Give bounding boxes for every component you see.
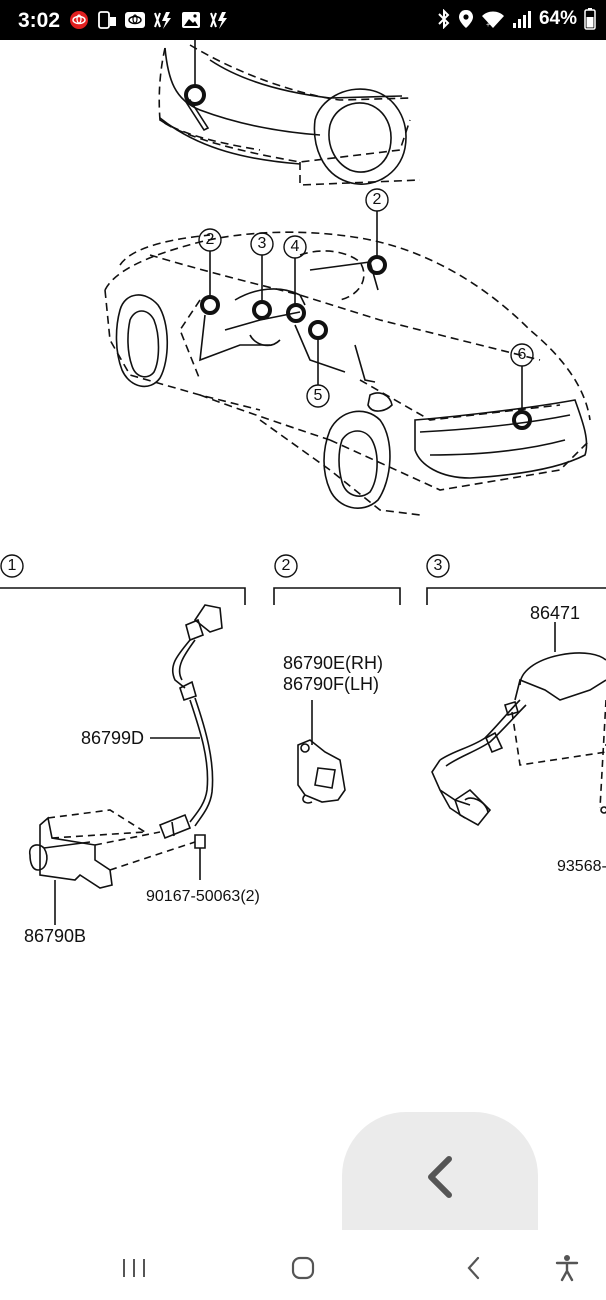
- section-3-number: 3: [433, 557, 443, 574]
- callout-marker-front: [184, 84, 206, 106]
- section3-parts: [431, 622, 606, 827]
- callout-number: 6: [517, 346, 527, 363]
- battery-percent: 64%: [538, 8, 577, 29]
- lightning-app-icon: [210, 12, 227, 29]
- part-label-camera[interactable]: 86790B: [24, 926, 87, 946]
- rear-car-illustration: [104, 231, 591, 516]
- home-icon: [291, 1256, 315, 1280]
- gallery-icon: [182, 12, 200, 28]
- signal-icon: [512, 11, 531, 28]
- svg-text:+: +: [486, 22, 490, 29]
- clip-marker: [600, 806, 606, 814]
- rear-callouts: [198, 188, 534, 430]
- section-1-number: 1: [7, 557, 17, 574]
- accessibility-icon: [555, 1255, 579, 1282]
- location-icon: [458, 10, 473, 28]
- part-label-rh[interactable]: 86790E(RH): [283, 653, 384, 673]
- status-bar: 3:02 + 64%: [0, 0, 606, 40]
- section1-parts: [28, 604, 223, 925]
- part-label-clip[interactable]: 93568-: [557, 858, 606, 875]
- callout-number: 2: [372, 191, 382, 208]
- callout-number: 3: [257, 235, 267, 252]
- toyota-logo-icon: [125, 12, 145, 28]
- system-icons: + 64%: [437, 8, 596, 30]
- part-label-bolt[interactable]: 90167-50063(2): [146, 888, 260, 905]
- back-overlay-button[interactable]: [342, 1112, 538, 1242]
- nfc-icon: [98, 11, 116, 29]
- toyota-app-icon: [70, 11, 88, 29]
- callout-number: 4: [290, 238, 300, 255]
- status-time: 3:02: [18, 9, 61, 32]
- navigation-bar: [0, 1230, 606, 1300]
- part-label-harness[interactable]: 86799D: [81, 728, 145, 748]
- accessibility-button[interactable]: [545, 1250, 589, 1286]
- wifi-icon: +: [481, 11, 504, 29]
- back-icon: [467, 1256, 480, 1280]
- recents-button[interactable]: [112, 1250, 156, 1286]
- bluetooth-icon: [438, 9, 450, 29]
- recents-icon: [123, 1259, 145, 1277]
- parts-drawing: [0, 40, 606, 925]
- part-label-lh[interactable]: 86790F(LH): [283, 674, 380, 694]
- chevron-left-icon: [428, 1156, 452, 1198]
- notification-icons: [68, 10, 230, 30]
- part-label-mirror[interactable]: 86471: [530, 603, 581, 623]
- parts-diagram[interactable]: 2 3 4 5 6 2 1 2 3 86799D 86790B 90167-50…: [0, 40, 606, 1230]
- lightning-app-icon: [154, 12, 171, 29]
- callout-number: 2: [205, 231, 215, 248]
- callout-number: 5: [313, 387, 323, 404]
- back-button[interactable]: [452, 1250, 496, 1286]
- battery-icon: [584, 8, 596, 30]
- section-2-number: 2: [281, 557, 291, 574]
- home-button[interactable]: [281, 1250, 325, 1286]
- front-car-solid: [159, 47, 407, 185]
- section1-dashed: [47, 809, 196, 871]
- rear-car-solid: [115, 261, 588, 509]
- section3-dashed: [511, 699, 606, 809]
- section-headers: [0, 554, 606, 605]
- section2-parts: [297, 700, 346, 804]
